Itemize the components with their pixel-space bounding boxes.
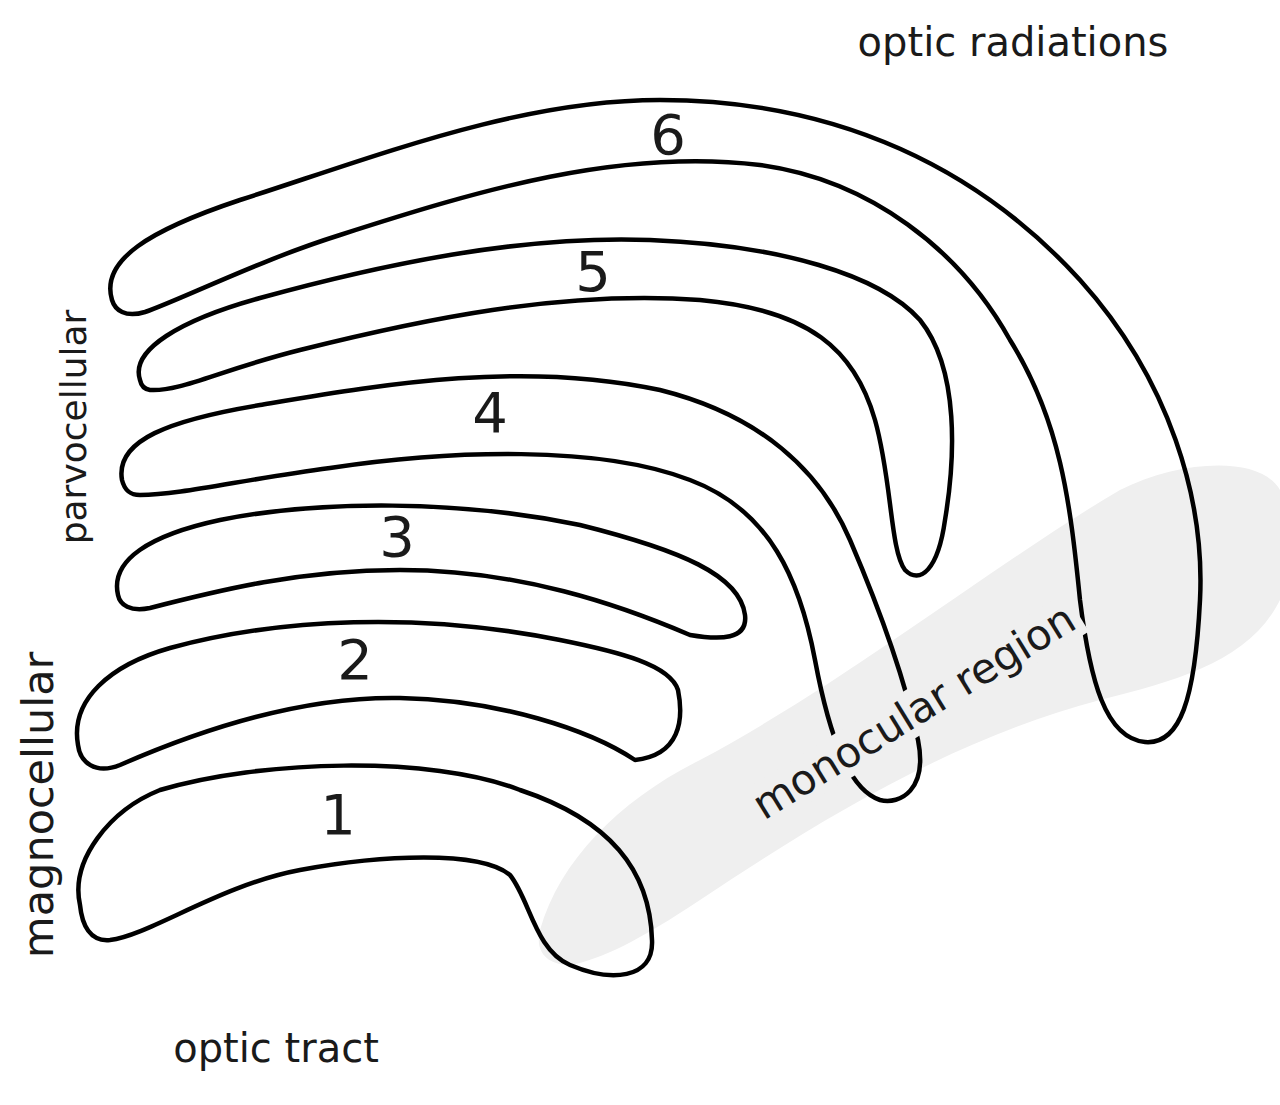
- layer-outline-shape: [130, 228, 962, 590]
- layer-group-label: magnocellular: [17, 652, 60, 958]
- layer-number: 3: [379, 509, 415, 565]
- layer-outline-path: [78, 766, 652, 976]
- layer-number: 5: [575, 244, 611, 300]
- pathway-label: optic tract: [173, 1028, 379, 1068]
- layer-outline-path: [117, 506, 745, 638]
- layer-outline-path: [110, 100, 1200, 742]
- layer-outline-shape: [68, 605, 688, 780]
- layer-outline: 2: [68, 605, 688, 780]
- monocular-band-path: [539, 466, 1280, 965]
- layer-number: 2: [337, 632, 373, 688]
- layer-number: 4: [472, 385, 508, 441]
- pathway-label: optic radiations: [858, 22, 1169, 62]
- layer-outline: 1: [70, 750, 662, 985]
- layer-group-label: parvocellular: [56, 310, 92, 545]
- layer-outline-shape: [70, 750, 662, 985]
- layer-outline-path: [139, 239, 952, 575]
- layer-number: 1: [320, 787, 356, 843]
- layer-outline-path: [77, 622, 680, 769]
- layer-outline: 5: [130, 228, 962, 590]
- layer-number: 6: [650, 107, 686, 163]
